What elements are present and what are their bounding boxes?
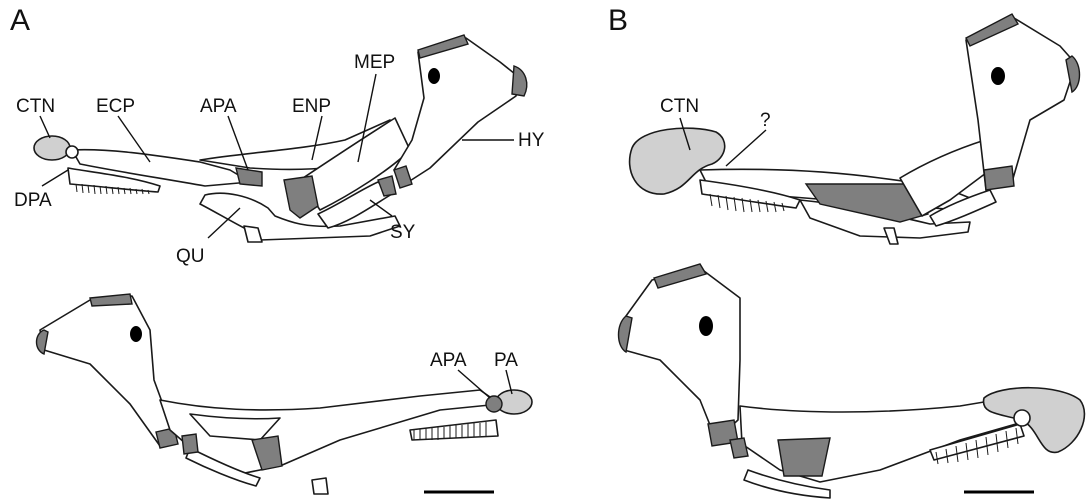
panel-a-medial-view: APA PA (37, 294, 533, 494)
cartilage-ctn (34, 136, 70, 160)
label-dpa: DPA (14, 190, 52, 211)
label-qu: QU (176, 246, 205, 267)
label-pa: PA (494, 350, 518, 371)
panel-a-lateral-view: A CTN ECP APA ENP MEP HY DPA QU SY (10, 4, 545, 267)
hyomandibula-opercular-cartilage (512, 66, 527, 96)
label-ecp: ECP (96, 96, 135, 117)
hyomandibula-b-medial (624, 268, 740, 440)
label-ctn: CTN (16, 96, 55, 117)
hyomandibula (394, 38, 520, 186)
label-apa: APA (200, 96, 237, 117)
apa-dark-cartilage (236, 168, 262, 186)
autopalatine-head (66, 146, 78, 158)
hyomandibula-medial (40, 296, 176, 446)
dermopalatine-medial (410, 420, 498, 440)
hyomandibula-b-ventral-cartilage (984, 166, 1014, 190)
hyomandibula-b-medial-foramen (699, 316, 713, 336)
label-ctn-b: CTN (660, 96, 699, 117)
symplectic-b-medial-cartilage (730, 438, 748, 458)
symplectic-medial-cartilage (182, 434, 198, 454)
quadrate-b-medial-dark-cartilage (778, 438, 830, 476)
hyomandibula-medial-foramen (130, 326, 142, 342)
label-mep: MEP (354, 52, 395, 73)
label-hy: HY (518, 130, 545, 151)
hyomandibula-b (966, 18, 1076, 190)
quadrate-dark-cartilage (284, 176, 318, 218)
panel-b-letter: B (608, 4, 628, 37)
panel-a-letter: A (10, 4, 30, 37)
apa-medial (486, 396, 502, 412)
label-apa-medial: APA (430, 350, 467, 371)
label-sy: SY (390, 222, 416, 243)
lower-process-medial (312, 478, 328, 494)
hyomandibula-medial-dorsal-cartilage (90, 294, 132, 306)
label-enp: ENP (292, 96, 331, 117)
hyomandibula-foramen (428, 68, 440, 84)
panel-b-lateral-view: B CTN ? (608, 4, 1080, 244)
panel-b-medial-view (619, 264, 1085, 498)
hyomandibula-b-foramen (991, 67, 1005, 85)
autopalatine-b-medial (1014, 410, 1030, 426)
label-question: ? (760, 110, 771, 131)
